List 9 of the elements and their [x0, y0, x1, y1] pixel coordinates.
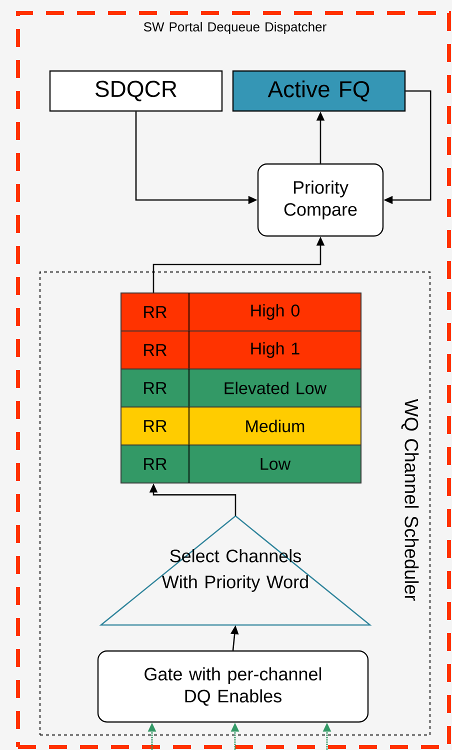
table-row: RR High 1	[120, 330, 362, 370]
process-box: Gate with per-channel DQ Enables	[97, 650, 369, 723]
process-box: Priority Compare	[257, 163, 384, 237]
table-row: RR Elevated Low	[120, 368, 362, 408]
label-box: Active FQ	[232, 70, 406, 112]
label-box: SDQCR	[49, 70, 223, 112]
table-row: RR High 0	[120, 292, 362, 332]
table-row: RR Medium	[120, 406, 362, 446]
table-row: RR Low	[120, 444, 362, 484]
